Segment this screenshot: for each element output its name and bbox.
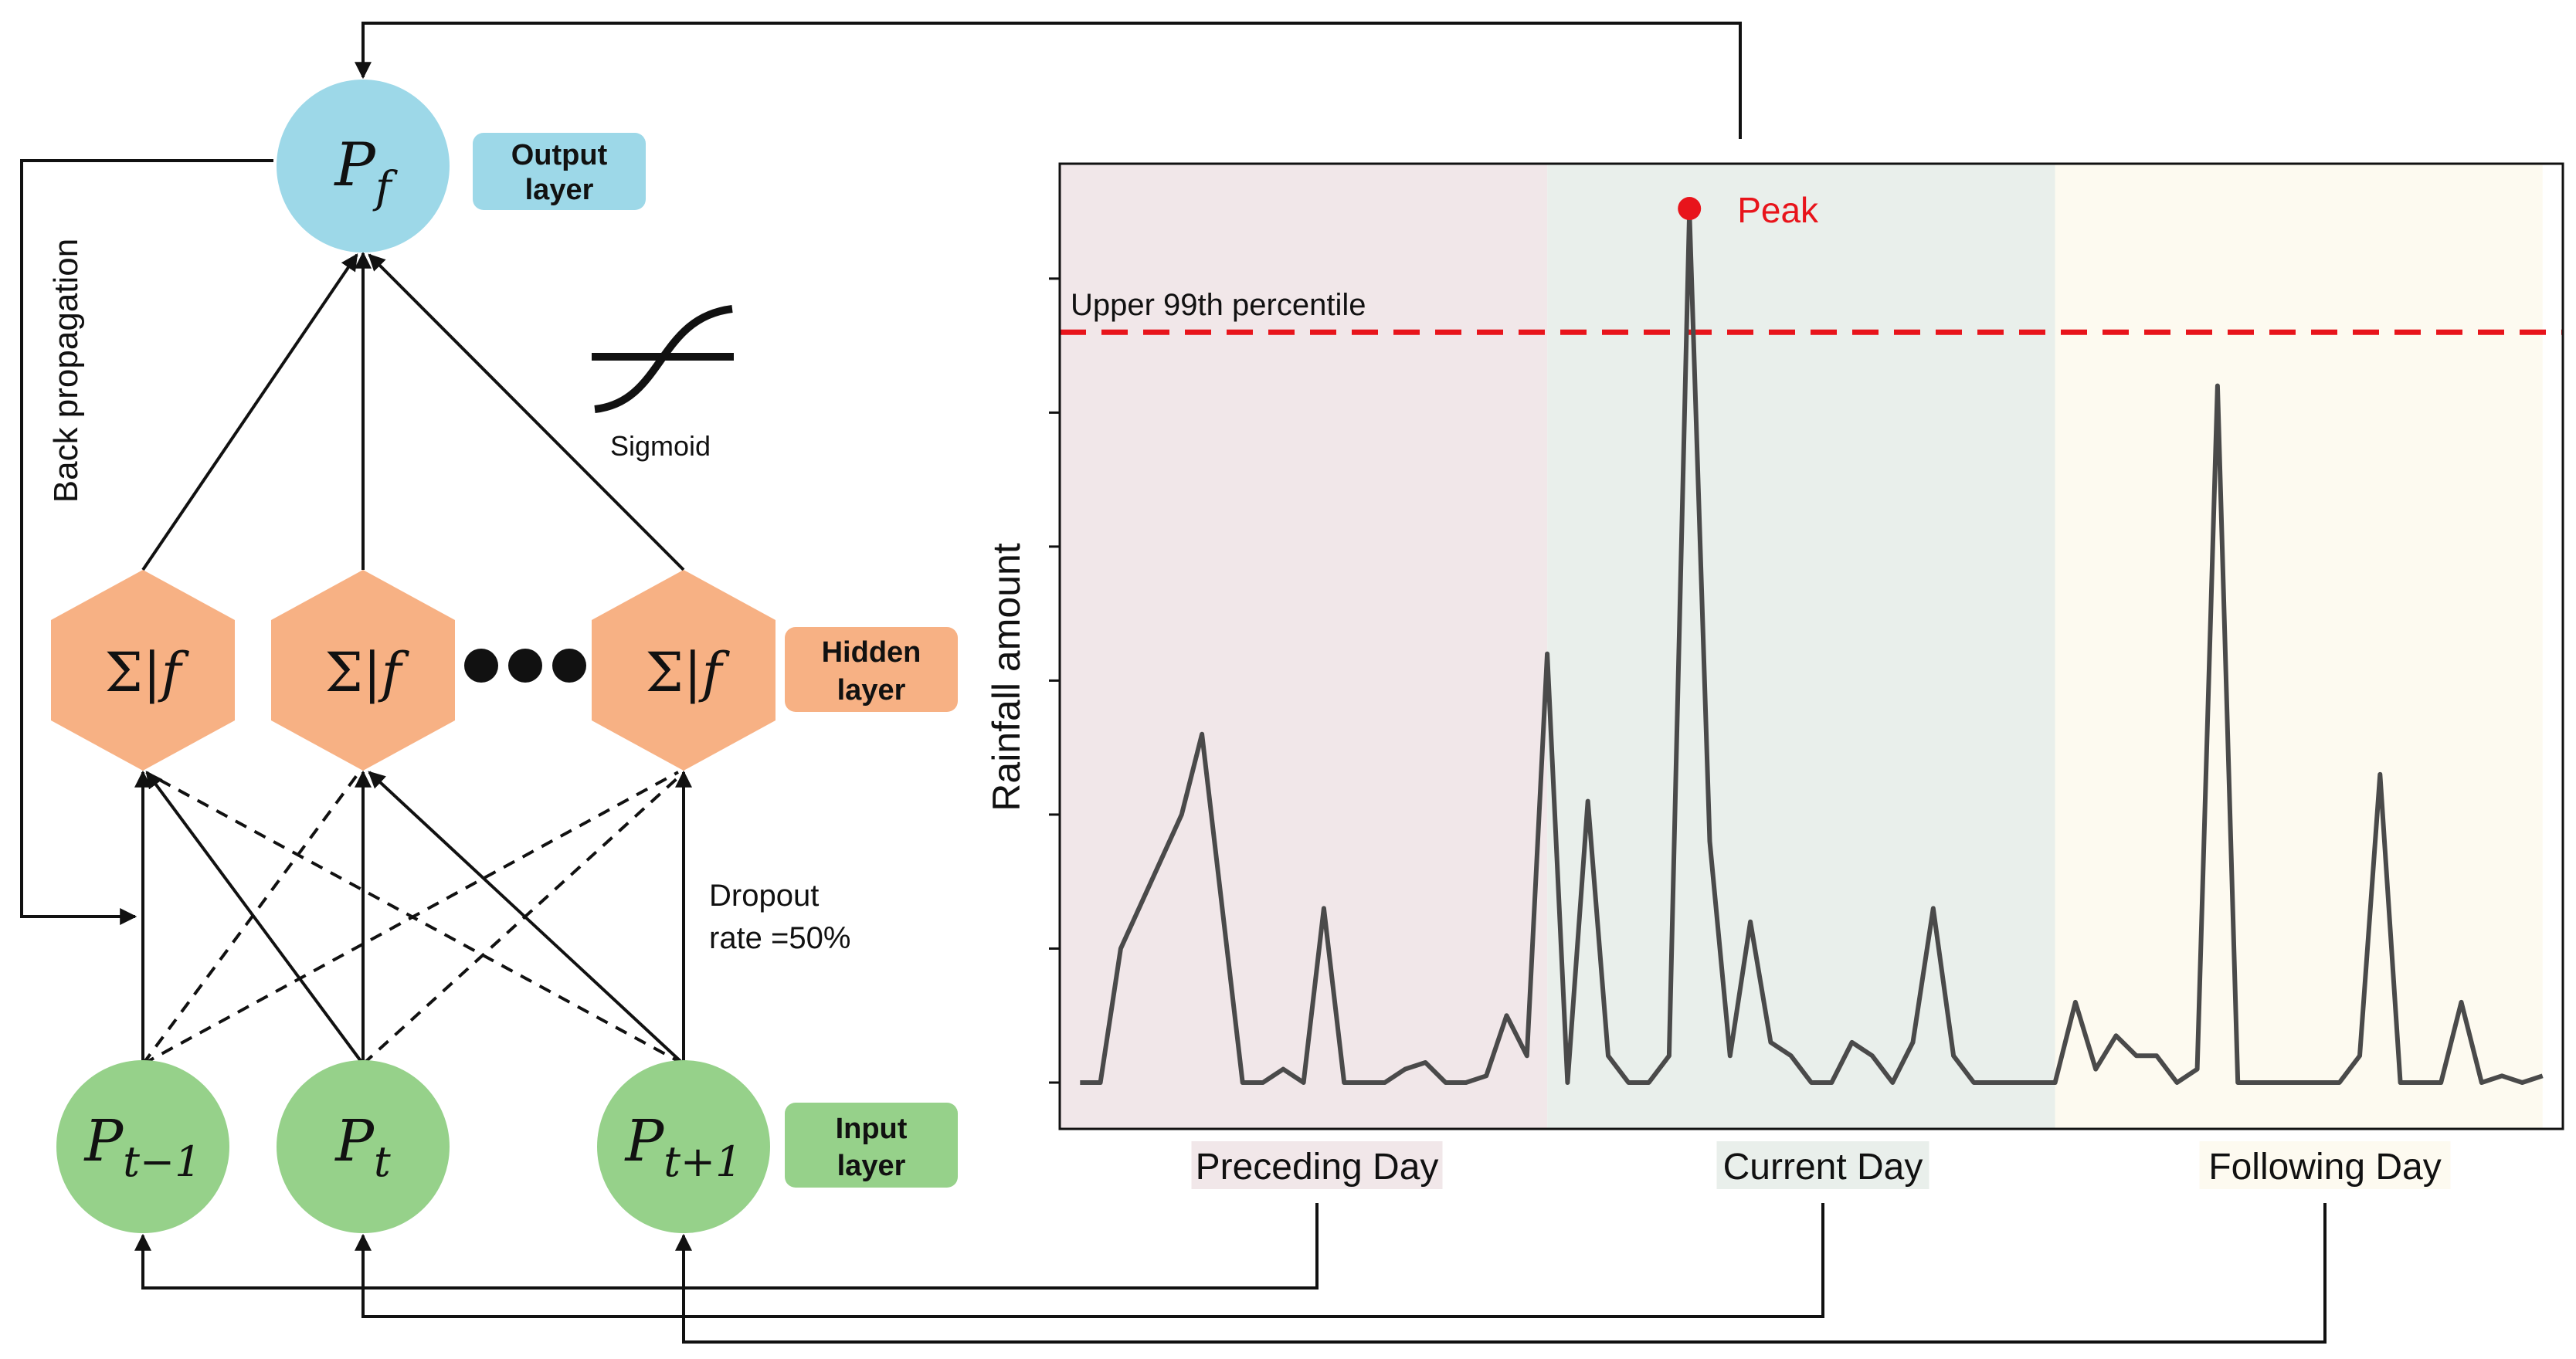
feedback-arrow-top (355, 22, 1742, 139)
edge-h1-out (141, 253, 358, 571)
hidden-output-edges (141, 251, 685, 571)
input-layer-tag: Input layer (785, 1103, 958, 1188)
svg-text:Pt: Pt (334, 1108, 391, 1186)
dropout-edges (141, 771, 684, 1066)
peak-label: Peak (1737, 190, 1819, 230)
y-axis-label: Rainfall amount (985, 543, 1028, 812)
dropout-label: Dropout rate =50% (709, 879, 850, 955)
chart-regions (1060, 164, 2543, 1129)
region-label-bg (1716, 1141, 1929, 1189)
hidden-layer-tag: Hidden layer (785, 627, 958, 712)
region-label-current-day: Current Day (1723, 1147, 1923, 1188)
rainfall-chart: Upper 99th percentile Peak Rainfall amou… (985, 162, 2564, 1189)
sigmoid-icon: Sigmoid (592, 305, 734, 462)
edge-dropped-i1-h3 (142, 771, 679, 1066)
backprop-label: Back propagation (47, 239, 85, 503)
svg-text:Dropout: Dropout (709, 879, 819, 913)
region-labels: Preceding Day Current Day Following Day (1191, 1141, 2451, 1189)
region-label-bg (1191, 1141, 1443, 1189)
rainfall-series-line (1080, 209, 2544, 1085)
edge-dropped-i2-h3 (361, 774, 681, 1066)
region-preceding-day (1060, 164, 1548, 1129)
return-preceding-day (134, 1203, 1319, 1290)
return-following-day (675, 1203, 2327, 1344)
edge-i2-h1 (145, 771, 365, 1066)
y-ticks (1049, 277, 1060, 1084)
neural-network: Pf Output layer Sigmoid Σ|f Σ|f Σ|f (47, 80, 958, 1233)
ellipsis-dots (464, 649, 586, 683)
svg-text:Pt−1: Pt−1 (83, 1108, 201, 1186)
region-label-preceding-day: Preceding Day (1196, 1147, 1439, 1188)
connectors (20, 22, 2327, 1344)
svg-text:layer: layer (837, 1150, 906, 1182)
region-current-day (1547, 164, 2055, 1129)
input-node-t-plus-1: Pt+1 (597, 1060, 770, 1233)
svg-text:Σ|f: Σ|f (105, 641, 190, 704)
svg-text:Σ|f: Σ|f (646, 641, 731, 704)
svg-text:rate =50%: rate =50% (709, 921, 850, 955)
hidden-node-3: Σ|f (592, 570, 776, 771)
plot-frame (1058, 162, 2564, 1130)
svg-text:Pt+1: Pt+1 (623, 1108, 742, 1186)
svg-text:layer: layer (525, 174, 594, 206)
hidden-node-2: Σ|f (271, 570, 455, 771)
threshold-label: Upper 99th percentile (1071, 288, 1366, 322)
region-label-following-day: Following Day (2208, 1147, 2441, 1188)
input-hidden-edges (134, 770, 692, 1066)
output-node: Pf (277, 80, 450, 252)
svg-text:Hidden: Hidden (822, 636, 921, 669)
region-label-bg (2199, 1141, 2451, 1189)
hidden-node-1: Σ|f (51, 570, 235, 771)
peak-marker (1678, 197, 1702, 221)
svg-text:layer: layer (837, 674, 906, 707)
output-layer-tag: Output layer (473, 133, 646, 210)
return-current-day (355, 1203, 1824, 1318)
svg-text:Σ|f: Σ|f (325, 641, 410, 704)
edge-i3-h2 (368, 771, 685, 1066)
svg-text:Output: Output (511, 139, 608, 171)
backprop-arrow (20, 159, 273, 925)
edge-h3-out (368, 253, 685, 571)
svg-text:Input: Input (836, 1113, 908, 1145)
input-node-t-minus-1: Pt−1 (56, 1060, 229, 1233)
input-node-t: Pt (277, 1060, 450, 1233)
edge-dropped-i3-h1 (148, 772, 684, 1066)
svg-text:Sigmoid: Sigmoid (610, 430, 711, 462)
edge-dropped-i1-h2 (141, 771, 361, 1066)
region-following-day (2055, 164, 2543, 1129)
